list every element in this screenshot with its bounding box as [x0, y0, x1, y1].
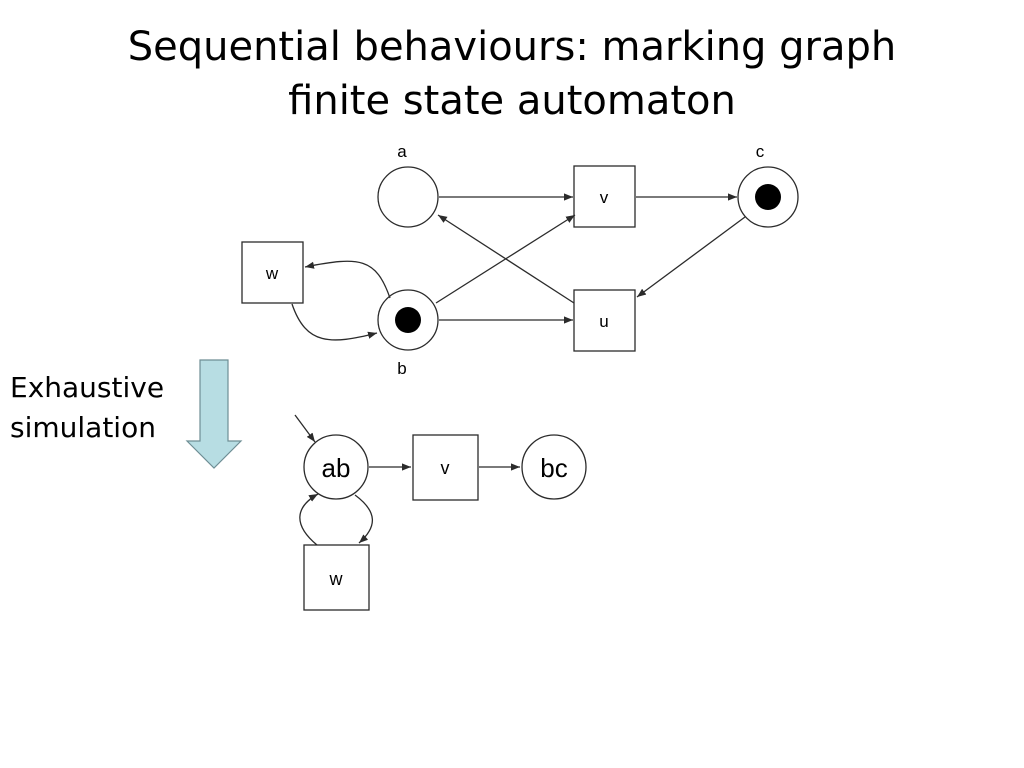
- transition-w: [241, 241, 304, 304]
- place-a-label: a: [397, 142, 407, 161]
- fsa-transition-v: [412, 434, 479, 501]
- petri-net-labels: a b c v u w: [265, 142, 765, 378]
- exhaustive-simulation-label: Exhaustive simulation: [10, 368, 164, 448]
- transition-w-label: w: [265, 264, 279, 283]
- transition-v: [573, 165, 636, 228]
- transition-u-label: u: [599, 312, 608, 331]
- title-line-2: finite state automaton: [288, 78, 736, 124]
- side-label-line-1: Exhaustive: [10, 371, 165, 404]
- arc-w-to-b: [291, 303, 378, 341]
- side-label-line-2: simulation: [10, 411, 156, 444]
- marking-graph-labels: ab bc v w: [322, 453, 568, 589]
- slide-title: Sequential behaviours: marking graph fin…: [0, 20, 1024, 128]
- place-b: [377, 289, 439, 351]
- marking-graph: [294, 414, 587, 611]
- place-c: [737, 166, 799, 228]
- initial-arrow: [294, 414, 316, 443]
- state-ab: [303, 434, 369, 500]
- token-c: [755, 184, 781, 210]
- arc-b-to-w: [304, 260, 391, 299]
- petri-net: [241, 165, 799, 352]
- transition-v-label: v: [600, 188, 609, 207]
- state-ab-label: ab: [322, 453, 351, 483]
- place-c-label: c: [756, 142, 765, 161]
- state-bc: [521, 434, 587, 500]
- arc-u-to-a: [437, 214, 575, 304]
- arc-ab-to-w: [354, 494, 373, 544]
- place-b-label: b: [397, 359, 406, 378]
- fsa-transition-w-label: w: [329, 569, 344, 589]
- state-bc-label: bc: [540, 453, 567, 483]
- transition-u: [573, 289, 636, 352]
- exhaustive-simulation-arrow: [185, 359, 243, 469]
- title-line-1: Sequential behaviours: marking graph: [127, 24, 897, 70]
- arc-c-to-u: [636, 216, 746, 298]
- fsa-transition-w: [303, 544, 370, 611]
- fsa-transition-v-label: v: [441, 458, 450, 478]
- arc-w-to-ab: [299, 493, 319, 546]
- token-b: [395, 307, 421, 333]
- place-a: [377, 166, 439, 228]
